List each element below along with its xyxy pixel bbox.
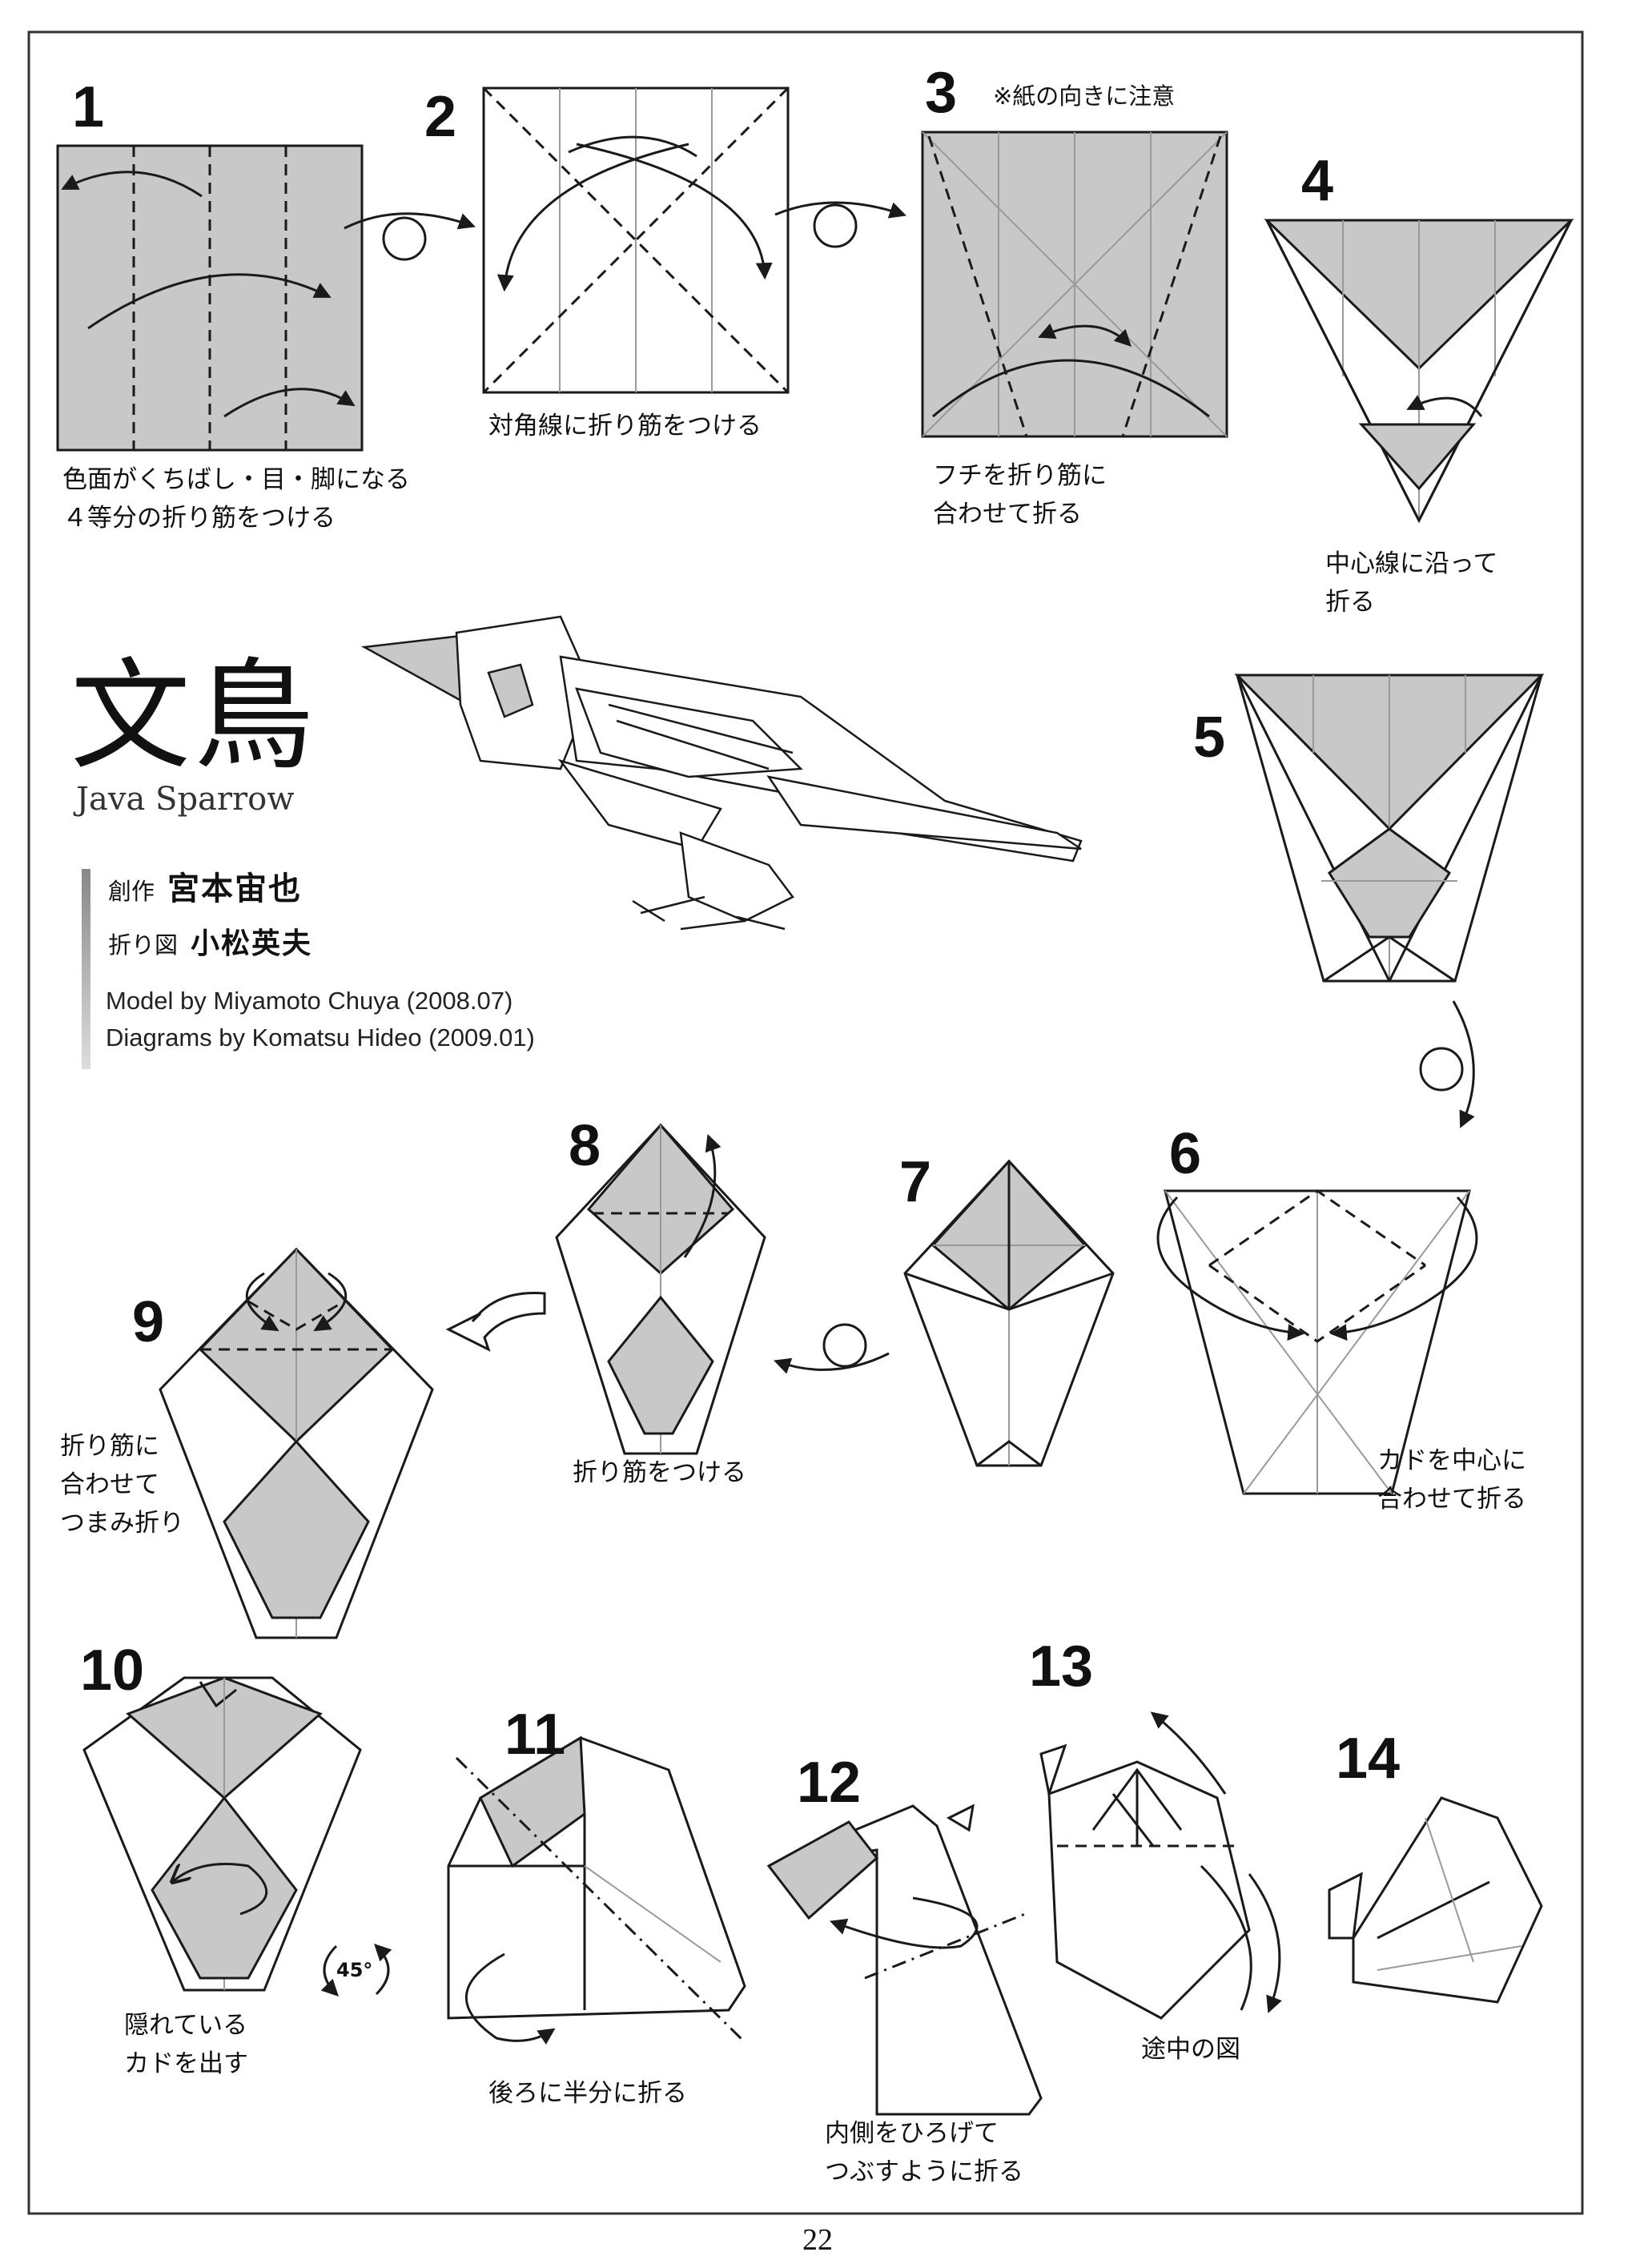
turn-over-icon: [344, 212, 476, 261]
step-number-13: 13: [1029, 1635, 1094, 1699]
turn-over-icon: [1419, 1000, 1475, 1128]
step-number-4: 4: [1301, 149, 1334, 213]
step-number-10: 10: [80, 1639, 145, 1703]
step-number-2: 2: [424, 85, 457, 149]
step-number-8: 8: [569, 1114, 601, 1178]
step-7-diagram: [903, 1159, 1115, 1467]
step-3-note: ※紙の向きに注意: [993, 82, 1176, 110]
diagrams-credit-en: Diagrams by Komatsu Hideo (2009.01): [106, 1023, 535, 1052]
step-14-diagram: [1328, 1796, 1543, 2004]
step-2-caption: 対角線に折り筋をつける: [488, 412, 762, 440]
step-13-diagram: [1039, 1711, 1282, 2020]
step-8-caption: 折り筋をつける: [573, 1458, 746, 1487]
step-1-caption: 色面がくちばし・目・脚になる ４等分の折り筋をつける: [62, 465, 410, 533]
page-number: 22: [802, 2223, 833, 2257]
step-9-diagram: [159, 1247, 434, 1639]
step-number-14: 14: [1336, 1727, 1401, 1791]
step-3-caption: フチを折り筋に 合わせて折る: [933, 461, 1107, 529]
credit-bar: [82, 869, 90, 1069]
step-number-1: 1: [72, 75, 105, 139]
page-subtitle: Java Sparrow: [76, 781, 295, 818]
step-11-diagram: [447, 1735, 746, 2045]
page-title: 文鳥: [70, 647, 318, 786]
step-1-diagram: [56, 144, 364, 452]
step-number-3: 3: [925, 61, 958, 125]
step-13-caption: 途中の図: [1141, 2035, 1240, 2064]
step-6-diagram: [1156, 1189, 1478, 1495]
step-number-12: 12: [797, 1751, 862, 1815]
step-6-caption: カドを中心に 合わせて折る: [1377, 1446, 1526, 1514]
page-border: [27, 30, 1584, 2215]
diagram-name: 小松英夫: [191, 927, 313, 960]
step-4-diagram: [1264, 219, 1574, 524]
step-2-diagram: [482, 86, 790, 394]
step-number-11: 11: [504, 1703, 566, 1767]
turn-over-icon: [774, 201, 906, 248]
big-arrow-icon: [445, 1291, 546, 1352]
step-5-diagram: [1234, 674, 1545, 983]
step-3-diagram: [921, 131, 1228, 438]
step-number-9: 9: [132, 1290, 165, 1354]
step-8-diagram: [555, 1123, 766, 1455]
creator-credit: 創作宮本宙也: [108, 873, 302, 905]
turn-over-icon: [774, 1323, 890, 1374]
rotate-45-label: 45°: [336, 1959, 373, 1981]
step-11-caption: 後ろに半分に折る: [488, 2079, 687, 2108]
step-12-caption: 内側をひろげて つぶすように折る: [825, 2119, 1023, 2186]
step-10-diagram: [82, 1676, 362, 1992]
step-9-caption: 折り筋に 合わせて つまみ折り: [60, 1432, 184, 1538]
step-4-caption: 中心線に沿って 折る: [1325, 549, 1498, 617]
diagram-credit: 折り図小松英夫: [108, 929, 312, 958]
creator-name: 宮本宙也: [167, 870, 303, 907]
step-12-diagram: [766, 1804, 1043, 2116]
bird-illustration: [360, 615, 1083, 931]
creator-role: 創作: [108, 878, 155, 905]
step-number-6: 6: [1169, 1122, 1202, 1186]
step-10-caption: 隠れている カドを出す: [124, 2011, 248, 2078]
step-number-7: 7: [899, 1150, 932, 1214]
model-credit-en: Model by Miyamoto Chuya (2008.07): [106, 987, 513, 1015]
step-number-5: 5: [1193, 706, 1226, 770]
rotate-45-icon: [320, 1944, 392, 1997]
diagram-role: 折り図: [108, 931, 179, 959]
